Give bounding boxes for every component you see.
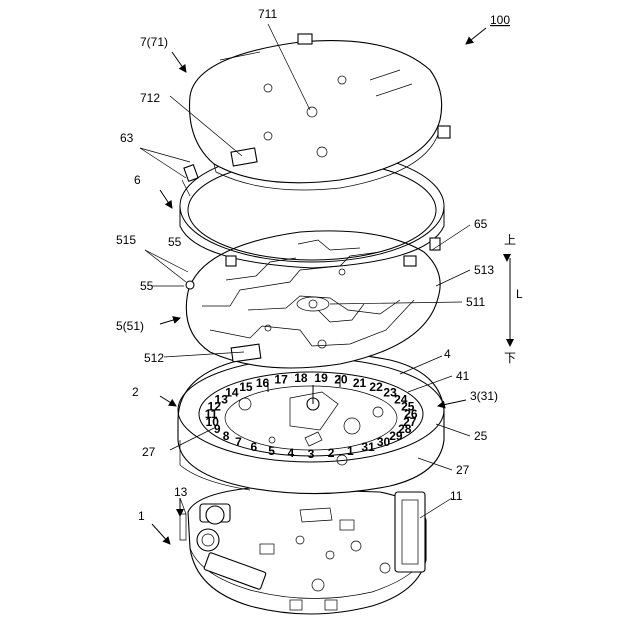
ref-712-label: 712 <box>140 91 160 105</box>
axis-up-label: 上 <box>504 233 516 247</box>
date-digit: 18 <box>294 371 308 385</box>
date-digit: 4 <box>288 446 295 460</box>
date-digit: 14 <box>225 386 239 400</box>
date-digit: 5 <box>268 444 275 458</box>
date-digit: 2 <box>328 446 335 460</box>
date-digit: 7 <box>235 435 242 449</box>
ref-512-label: 512 <box>144 351 164 365</box>
date-digit: 6 <box>251 440 258 454</box>
ref-2-label: 2 <box>132 385 139 399</box>
ref-511-label: 511 <box>466 295 485 309</box>
date-digit: 17 <box>274 373 288 387</box>
date-digit: 19 <box>314 371 328 385</box>
ref-55a-label: 55 <box>168 235 182 249</box>
main-plate-part-1 <box>180 488 426 614</box>
ref-513-label: 513 <box>474 263 494 277</box>
date-digit: 15 <box>239 380 253 394</box>
ref-55b-label: 55 <box>140 279 154 293</box>
date-digit: 21 <box>353 376 367 390</box>
date-digit: 29 <box>389 429 403 443</box>
ref-4-label: 4 <box>444 347 451 361</box>
ref-1-label: 1 <box>138 509 145 523</box>
ref-6-label: 6 <box>134 173 141 187</box>
date-digit: 16 <box>256 376 270 390</box>
ref-3-label: 3(31) <box>470 389 498 403</box>
ref-27b-label: 27 <box>456 463 470 477</box>
ref-711-label: 711 <box>258 7 277 21</box>
ref-7-label: 7(71) <box>140 35 168 49</box>
ref-515-label: 515 <box>116 233 136 247</box>
date-digit: 31 <box>361 440 375 454</box>
ref-5-label: 5(51) <box>116 319 144 333</box>
circuit-board-part-5 <box>186 231 440 368</box>
date-digit: 8 <box>223 429 230 443</box>
date-digit: 1 <box>347 444 354 458</box>
date-ring-assembly-part-2: 3456789101112131415161718192021222324252… <box>178 352 444 493</box>
ref-25-label: 25 <box>474 429 488 443</box>
date-digit: 30 <box>377 435 391 449</box>
ref-100-label: 100 <box>490 13 510 27</box>
date-digit: 22 <box>369 380 383 394</box>
date-digit: 3 <box>308 447 315 461</box>
ref-11-label: 11 <box>450 489 463 503</box>
ref-41-label: 41 <box>456 369 470 383</box>
ref-13-label: 13 <box>174 485 188 499</box>
axis-down-label: 下 <box>504 351 516 365</box>
date-digit: 20 <box>334 373 348 387</box>
ref-27a-label: 27 <box>142 445 156 459</box>
axis-l-label: L <box>516 287 523 301</box>
ref-65-label: 65 <box>474 217 488 231</box>
vertical-axis-indicator: 上 L 下 <box>504 233 523 365</box>
ref-63-label: 63 <box>120 131 134 145</box>
dial-part-7 <box>190 34 451 190</box>
